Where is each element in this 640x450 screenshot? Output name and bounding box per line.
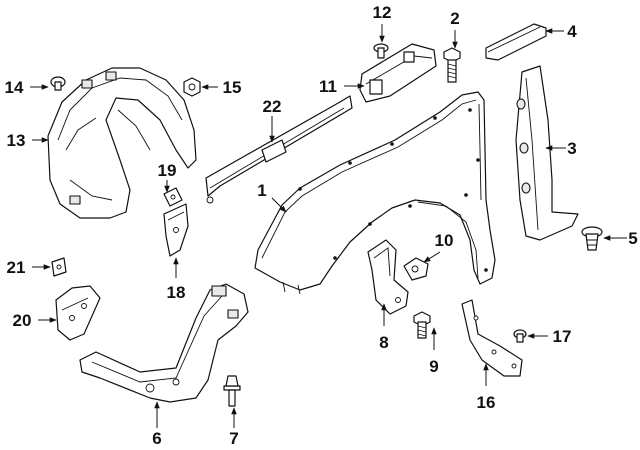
part-pillar-trim [515,65,579,241]
callout-12: 12 [373,3,392,22]
part-bracket-10 [403,257,429,281]
part-bolt-2 [443,47,461,83]
callout-9: 9 [429,357,438,376]
callout-10: 10 [435,231,454,250]
part-bolt-9 [413,311,431,339]
leader-10 [423,251,441,263]
part-molding [485,23,547,61]
part-fender [254,91,496,295]
leader-1 [271,197,287,213]
callout-20: 20 [13,311,32,330]
part-rail-22 [205,95,353,204]
callout-18: 18 [167,283,186,302]
part-fender-liner [47,67,197,219]
callout-11: 11 [319,77,337,96]
callout-19: 19 [158,161,177,180]
part-bracket-11 [359,43,437,103]
part-clip-12 [373,43,389,59]
part-reinforcement-6 [79,283,249,403]
callout-15: 15 [223,78,242,97]
callout-13: 13 [7,131,26,150]
callout-4: 4 [567,22,577,41]
part-clip-21 [51,257,67,277]
part-bracket-20 [55,285,101,341]
part-nut-15 [183,77,201,97]
part-bolt-7 [223,375,241,407]
callout-5: 5 [628,229,637,248]
part-bracket-18 [163,203,189,257]
part-push-clip-5 [581,226,603,251]
callout-3: 3 [567,139,576,158]
callout-1: 1 [257,181,266,200]
part-bracket-8 [367,239,409,315]
callout-21: 21 [7,258,26,277]
callout-22: 22 [263,97,282,116]
callout-labels: 1 2 3 4 5 6 7 8 9 10 11 12 13 14 15 16 1… [5,3,638,448]
callout-17: 17 [553,327,572,346]
leader-lines [30,24,627,428]
callout-6: 6 [152,429,161,448]
part-clip-17 [513,329,527,343]
part-clip-14 [50,76,66,91]
callout-16: 16 [477,393,496,412]
callout-7: 7 [229,429,238,448]
callout-14: 14 [5,78,24,97]
callout-2: 2 [450,9,459,28]
part-brace-16 [461,299,523,377]
callout-8: 8 [379,333,388,352]
